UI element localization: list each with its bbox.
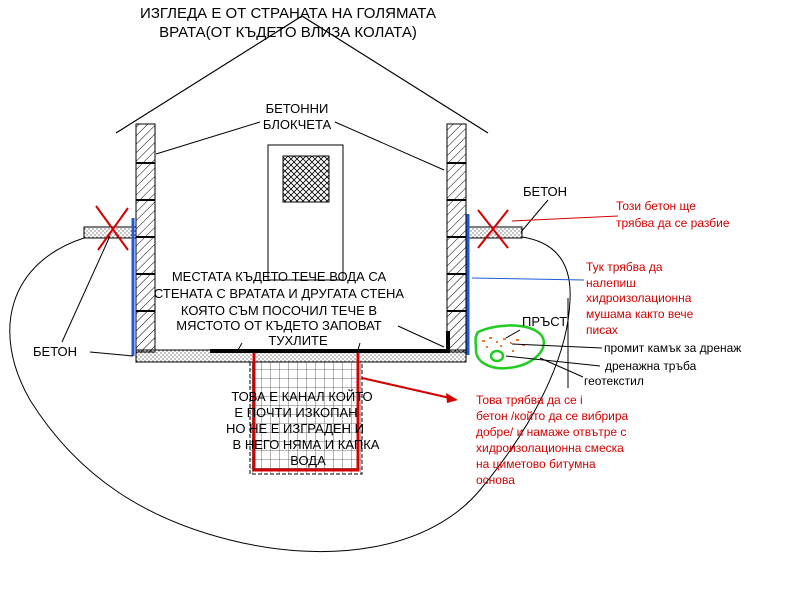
break-note-line2: трябва да се разбие (616, 216, 730, 230)
break-note-line1: Този бетон ще (616, 199, 696, 213)
leak-note-line5: ТУХЛИТЕ (268, 333, 328, 348)
left-block-wall (135, 123, 156, 353)
leader-floor-left (237, 342, 243, 351)
leader-geotextile (539, 357, 584, 378)
leak-note-line4: МЯСТОТО ОТ КЪДЕТО ЗАПОВАТ (176, 318, 382, 333)
channel-note-line1: ТОВА Е КАНАЛ КОЙТО (231, 389, 372, 404)
leader-concrete-left-floor (89, 351, 134, 357)
leader-floor-right (397, 325, 445, 348)
membrane-note-line5: писах (586, 323, 618, 337)
channel-red-outline (252, 350, 360, 472)
leader-concrete-left (61, 235, 111, 343)
leak-note-line2: СТЕНАТА С ВРАТАТА И ДРУГАТА СТЕНА (154, 286, 404, 301)
channel-note-line4: В НЕГО НЯМА И КАПКА (233, 437, 380, 452)
channel-fix-line6: основа (476, 473, 515, 487)
label-concrete-left: БЕТОН (33, 344, 77, 359)
soil-drain-outline (474, 324, 546, 370)
label-concrete-right: БЕТОН (523, 184, 567, 199)
membrane-note-line2: налепиш (586, 276, 636, 290)
label-drain-stone: промит камък за дренаж (604, 341, 741, 355)
channel-note-line5: ВОДА (290, 453, 326, 468)
floor-black-line (210, 331, 450, 353)
channel-fix-line5: на циметово битумна (476, 457, 596, 471)
leader-blocks-left (155, 121, 261, 155)
leader-soil (505, 329, 521, 339)
leader-drain-stone (511, 343, 603, 349)
arrow-channel-fix (361, 377, 458, 403)
label-blocks-line1: БЕТОННИ (266, 101, 329, 116)
leader-break-note (511, 215, 619, 222)
left-x-mark (95, 205, 129, 251)
label-soil: ПРЪСТ (522, 314, 567, 329)
leader-floor-mid (357, 342, 361, 351)
leader-drain-pipe (505, 355, 601, 367)
membrane-note-line1: Тук трябва да (586, 260, 663, 274)
channel-fix-line2: бетон /който да се вибрира (476, 409, 628, 423)
channel-trench (249, 361, 363, 475)
leak-note-line1: МЕСТАТА КЪДЕТО ТЕЧЕ ВОДА СА (172, 269, 387, 284)
label-blocks-line2: БЛОКЧЕТА (263, 117, 332, 132)
leader-membrane-note (471, 277, 585, 281)
title-line2: ВРАТА(ОТ КЪДЕТО ВЛИЗА КОЛАТА) (159, 24, 417, 41)
door-window (282, 155, 330, 203)
title-line1: ИЗГЛЕДА Е ОТ СТРАНАТА НА ГОЛЯМАТА (140, 5, 436, 22)
membrane-note-line4: мушама както вече (586, 307, 694, 321)
label-drain-pipe: дренажна тръба (605, 359, 697, 373)
channel-fix-line3: добре/ и намаже отвътре с (476, 425, 626, 439)
channel-note-line2: Е ПОЧТИ ИЗКОПАН (234, 405, 357, 420)
drain-pipe (489, 349, 505, 363)
leak-note-line3: КОЯТО СЪМ ПОСОЧИЛ ТЕЧЕ В (181, 303, 377, 318)
label-geotextile: геотекстил (584, 374, 644, 388)
leader-blocks-right (334, 121, 445, 171)
right-block-wall (446, 123, 467, 353)
membrane-note-line3: хидроизолационна (586, 291, 692, 305)
channel-fix-line4: хидроизолационна смеска (476, 441, 624, 455)
roof-outline (115, 15, 489, 134)
channel-fix-line1: Това трябва да се i (476, 393, 583, 407)
ground-curve (9, 236, 571, 553)
channel-note-line3: НО НЕ Е ИЗГРАДЕН И (226, 421, 364, 436)
right-x-mark (477, 209, 509, 249)
leader-concrete-right (520, 199, 549, 233)
